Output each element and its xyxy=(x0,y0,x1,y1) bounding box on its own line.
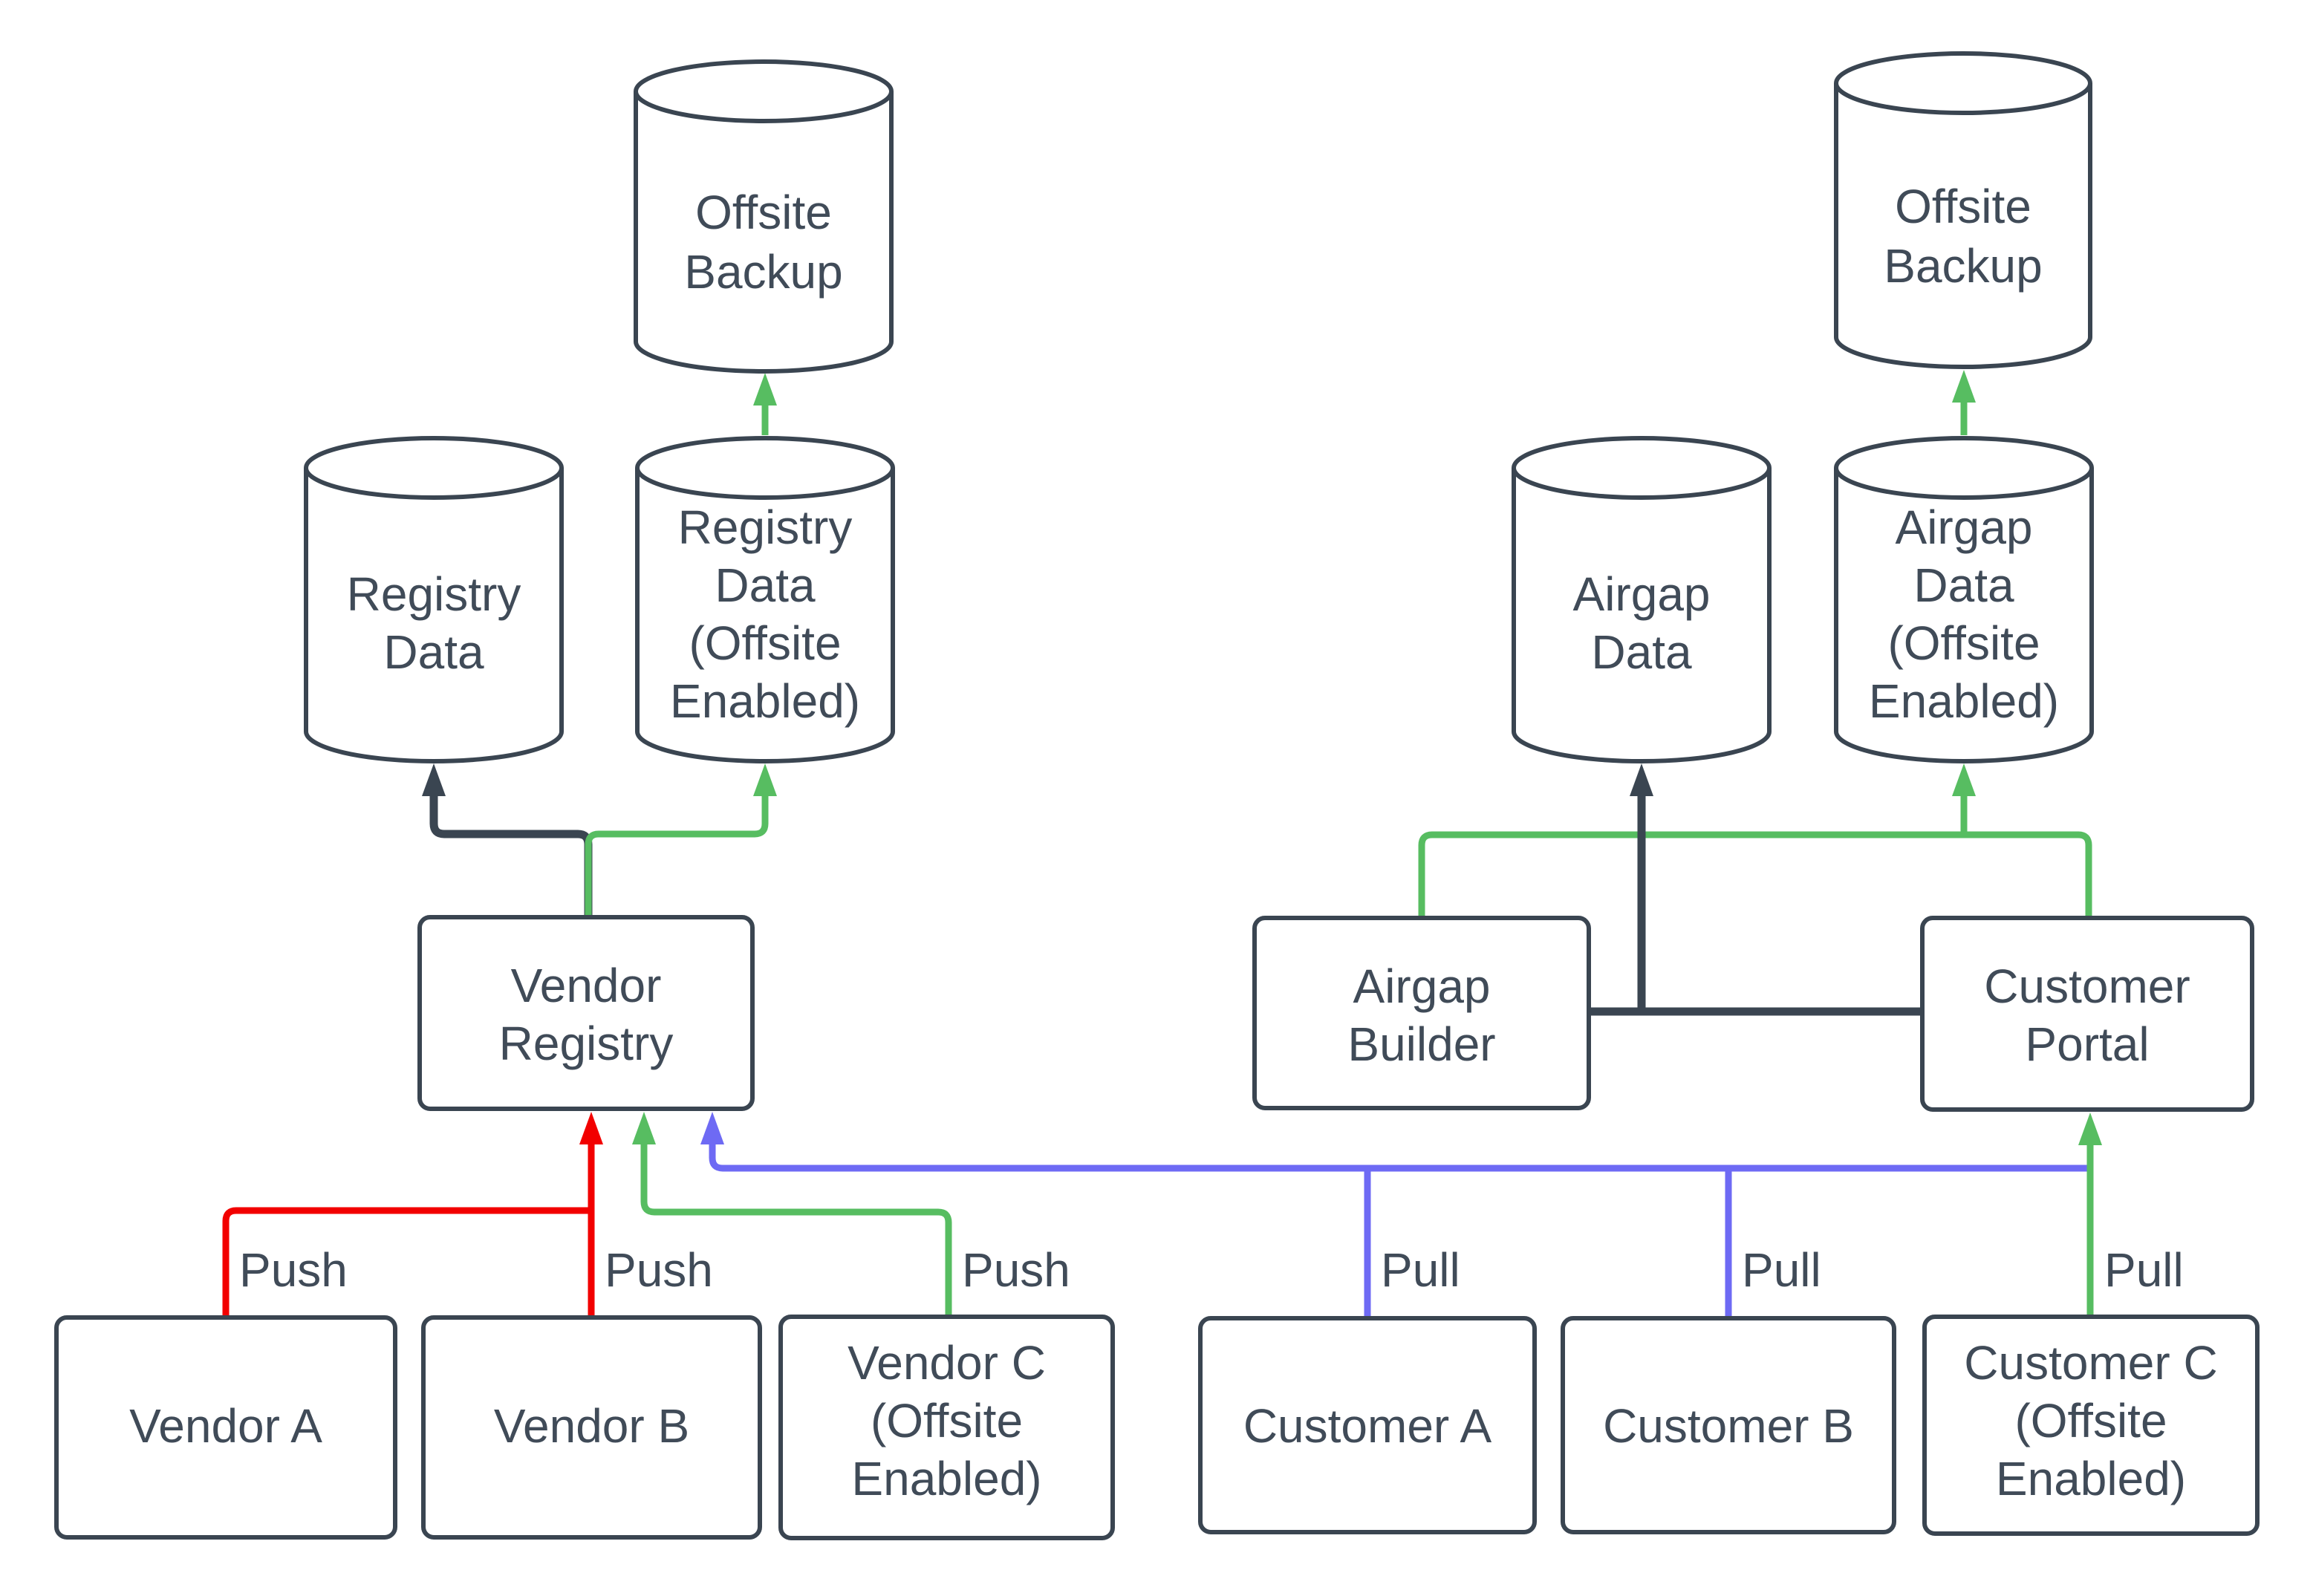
airgap-builder-label-line-0: Airgap xyxy=(1353,960,1491,1013)
edge-vendor-a-push xyxy=(222,1207,591,1317)
edge-customer-c-pull xyxy=(2078,1113,2102,1317)
offsite-backup-left-label-line-0: Offsite xyxy=(695,186,832,239)
vendor-b: Vendor B xyxy=(421,1315,762,1540)
customer-c-label-line-1: (Offsite xyxy=(2014,1394,2167,1447)
airgap-data-label-line-1: Data xyxy=(1591,625,1692,679)
vendor-a: Vendor A xyxy=(54,1315,397,1540)
registry-data-offsite-label-line-3: Enabled) xyxy=(670,674,860,728)
vendor-registry-label-line-1: Registry xyxy=(499,1017,674,1070)
customer-c-label-line-0: Customer C xyxy=(1964,1336,2217,1390)
vendor-a-label-line-0: Vendor A xyxy=(129,1399,322,1453)
edge-registry-data-offsite-to-offsite-backup xyxy=(753,373,777,435)
offsite-backup-left-label-line-1: Backup xyxy=(684,245,842,299)
push-label-vendor-b: Push xyxy=(605,1243,713,1297)
edge-dark-branch-to-airgap-data xyxy=(1630,763,1653,1012)
edge-customers-pull-to-vendor-registry-arrowhead xyxy=(700,1112,724,1144)
offsite-backup-right-label-line-1: Backup xyxy=(1884,239,2042,293)
edge-vendor-b-push xyxy=(579,1112,603,1317)
registry-data-offsite-label-line-0: Registry xyxy=(678,501,853,554)
pull-label-customer-a: Pull xyxy=(1381,1243,1460,1297)
push-label-vendor-c: Push xyxy=(962,1243,1070,1297)
edge-vendor-c-push xyxy=(632,1112,952,1317)
edge-vendor-registry-to-registry-data-offsite xyxy=(585,763,777,917)
airgap-data-offsite-label-line-2: (Offsite xyxy=(1887,616,2040,670)
customer-b: Customer B xyxy=(1561,1316,1896,1534)
edge-dark-branch-to-airgap-data-arrowhead xyxy=(1630,763,1653,796)
edge-vendor-c-push-arrowhead xyxy=(632,1112,656,1144)
edge-vendor-registry-to-registry-data-offsite-arrowhead xyxy=(753,763,777,796)
registry-data-offsite-label-line-2: (Offsite xyxy=(689,616,841,670)
offsite-backup-right-label-line-0: Offsite xyxy=(1895,180,2031,233)
pull-label-customer-b: Pull xyxy=(1742,1243,1821,1297)
edge-vendor-b-push-arrowhead xyxy=(579,1112,603,1144)
vendor-c-label-line-2: Enabled) xyxy=(851,1452,1041,1505)
registry-data-label-line-0: Registry xyxy=(347,567,521,621)
edge-registry-data-offsite-to-offsite-backup-arrowhead xyxy=(753,373,777,405)
customer-a-label-line-0: Customer A xyxy=(1243,1399,1492,1453)
edge-customers-pull-to-vendor-registry xyxy=(700,1112,2090,1172)
customer-c-label-line-2: Enabled) xyxy=(1996,1452,2186,1505)
registry-data-offsite-label-line-1: Data xyxy=(715,558,816,612)
edge-airgap-builder-to-customer-portal-green xyxy=(1418,831,2092,918)
vendor-registry-label-line-0: Vendor xyxy=(511,959,662,1012)
edge-vendor-registry-to-registry-data-arrowhead xyxy=(422,763,446,796)
airgap-data-label-line-0: Airgap xyxy=(1573,567,1711,621)
customer-a: Customer A xyxy=(1198,1316,1537,1534)
pull-label-customer-c: Pull xyxy=(2104,1243,2184,1297)
edge-green-branch-to-airgap-data-offsite-arrowhead xyxy=(1952,763,1976,796)
edge-green-branch-to-airgap-data-offsite xyxy=(1952,763,1976,835)
vendor-b-label-line-0: Vendor B xyxy=(494,1399,689,1453)
airgap-builder-label-line-1: Builder xyxy=(1347,1017,1495,1071)
airgap-data-offsite-label-line-0: Airgap xyxy=(1896,501,2033,554)
vendor-c-label-line-1: (Offsite xyxy=(871,1394,1023,1447)
registry-data-label-line-1: Data xyxy=(383,625,484,679)
push-label-vendor-a: Push xyxy=(239,1243,348,1297)
airgap-data-offsite-label-line-1: Data xyxy=(1913,558,2014,612)
customer-b-label-line-0: Customer B xyxy=(1603,1399,1854,1453)
customer-portal-label-line-0: Customer xyxy=(1984,960,2190,1013)
vendor-c-label-line-0: Vendor C xyxy=(848,1336,1046,1390)
edge-airgap-data-offsite-to-offsite-backup-arrowhead xyxy=(1952,370,1976,403)
airgap-data-offsite-label-line-3: Enabled) xyxy=(1869,674,2059,728)
edge-customer-c-pull-arrowhead xyxy=(2078,1113,2102,1145)
edge-airgap-data-offsite-to-offsite-backup xyxy=(1952,370,1976,435)
customer-portal-label-line-1: Portal xyxy=(2025,1017,2149,1071)
